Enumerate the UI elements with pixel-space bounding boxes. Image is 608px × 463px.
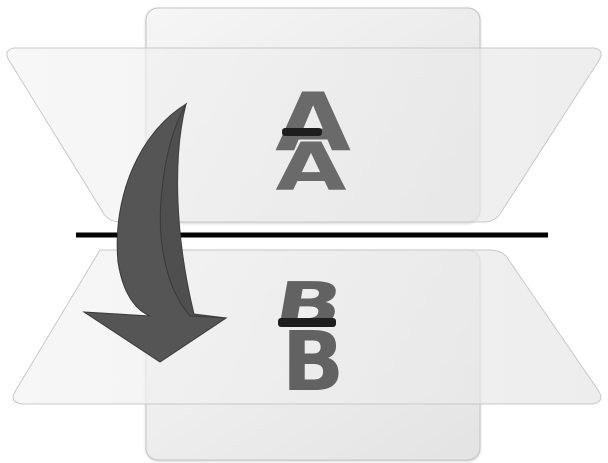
letter-a-lower: A: [275, 129, 346, 206]
curved-arrow-body: [82, 102, 228, 363]
letter-a-upper: A: [275, 76, 351, 169]
letter-b-divider: [278, 318, 336, 327]
letter-b-upper: B: [269, 270, 349, 342]
letter-a-divider: [282, 128, 322, 136]
letter-b-lower: B: [282, 315, 345, 410]
